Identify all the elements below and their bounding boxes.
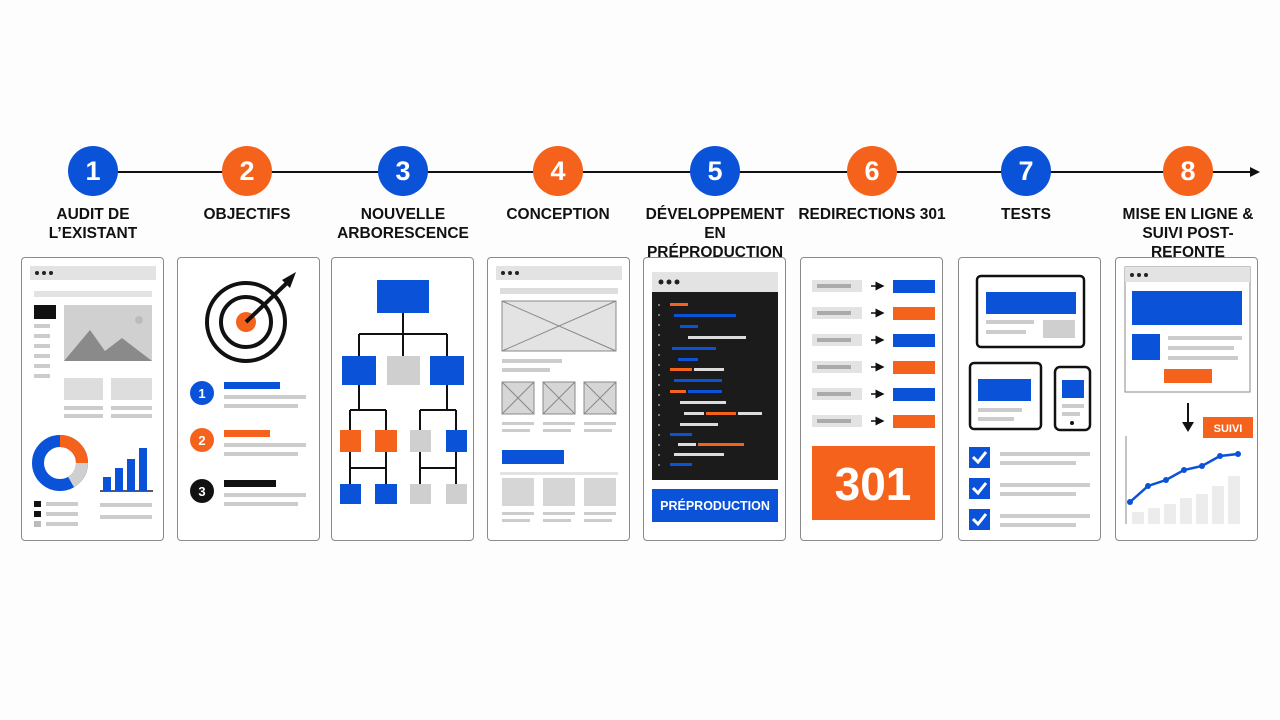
launch-illustration: SUIVI — [1124, 266, 1253, 524]
step-4-badge: 4 — [533, 146, 583, 196]
tablet-device-icon — [968, 361, 1043, 431]
preproduction-button — [652, 489, 778, 522]
redirect-row — [812, 388, 935, 401]
bar-chart-icon — [100, 448, 153, 492]
goal-1-number: 1 — [198, 386, 205, 401]
desktop-device-icon — [975, 274, 1086, 349]
down-arrow-icon — [1182, 403, 1194, 432]
objectifs-illustration: 1 2 3 — [190, 272, 306, 506]
redirect-row — [812, 307, 935, 320]
checkbox-checked-icon — [969, 447, 990, 468]
checkbox-checked-icon — [969, 478, 990, 499]
donut-chart-icon — [32, 435, 88, 491]
step-1-title: AUDIT DE L’EXISTANT — [48, 206, 138, 242]
card-arborescence — [331, 257, 474, 541]
suivi-tag — [1203, 417, 1253, 438]
status-301-badge — [812, 446, 935, 520]
redirect-row — [812, 280, 935, 293]
smartphone-device-icon — [1053, 365, 1092, 432]
step-7-title: TESTS — [1001, 206, 1051, 223]
goal-2-number: 2 — [198, 433, 205, 448]
goal-2: 2 — [190, 428, 306, 456]
card-tests — [958, 257, 1101, 541]
wireframe-cta-button — [502, 450, 564, 464]
live-website-mockup — [1124, 266, 1251, 393]
step-2-badge: 2 — [222, 146, 272, 196]
checklist — [969, 447, 1090, 530]
card-mise-en-ligne: SUIVI — [1115, 257, 1258, 541]
target-icon — [205, 272, 296, 363]
tests-illustration — [968, 274, 1092, 530]
goal-3-number: 3 — [198, 484, 205, 499]
preproduction-label: PRÉPRODUCTION — [660, 498, 770, 513]
wireframe-illustration — [496, 266, 622, 522]
code-editor-panel — [652, 292, 778, 480]
card-redirections: 301 — [800, 257, 943, 541]
redirect-row — [812, 334, 935, 347]
step-3-title: NOUVELLE ARBORESCENCE — [337, 206, 469, 242]
growth-chart-icon — [1125, 436, 1241, 524]
redirect-row — [812, 415, 935, 428]
step-1-badge: 1 — [68, 146, 118, 196]
step-5-title: DÉVELOPPEMENT EN PRÉPRODUCTION — [645, 206, 785, 261]
timeline-arrowhead — [1250, 167, 1260, 177]
step-8-title: MISE EN LIGNE & SUIVI POST-REFONTE — [1122, 206, 1254, 261]
step-2-title: OBJECTIFS — [203, 206, 291, 223]
checkbox-checked-icon — [969, 509, 990, 530]
suivi-label: SUIVI — [1214, 423, 1243, 435]
card-conception — [487, 257, 630, 541]
step-6-title: REDIRECTIONS 301 — [798, 206, 946, 223]
audit-illustration — [30, 266, 156, 527]
card-developpement: PRÉPRODUCTION — [643, 257, 786, 541]
code-editor-illustration: PRÉPRODUCTION — [652, 272, 778, 522]
step-3-badge: 3 — [378, 146, 428, 196]
goal-3: 3 — [190, 479, 306, 506]
step-4-title: CONCEPTION — [506, 206, 610, 223]
card-objectifs: 1 2 3 — [177, 257, 320, 541]
step-7-badge: 7 — [1001, 146, 1051, 196]
wireframe-hero-placeholder — [501, 300, 617, 352]
audit-logo-block — [34, 305, 56, 319]
step-5-badge: 5 — [690, 146, 740, 196]
sitemap-tree-icon — [340, 280, 467, 504]
step-8-badge: 8 — [1163, 146, 1213, 196]
redirect-row — [812, 361, 935, 374]
status-301-label: 301 — [835, 458, 912, 510]
card-audit — [21, 257, 164, 541]
goal-1: 1 — [190, 381, 306, 408]
step-6-badge: 6 — [847, 146, 897, 196]
redirections-illustration: 301 — [812, 280, 935, 520]
